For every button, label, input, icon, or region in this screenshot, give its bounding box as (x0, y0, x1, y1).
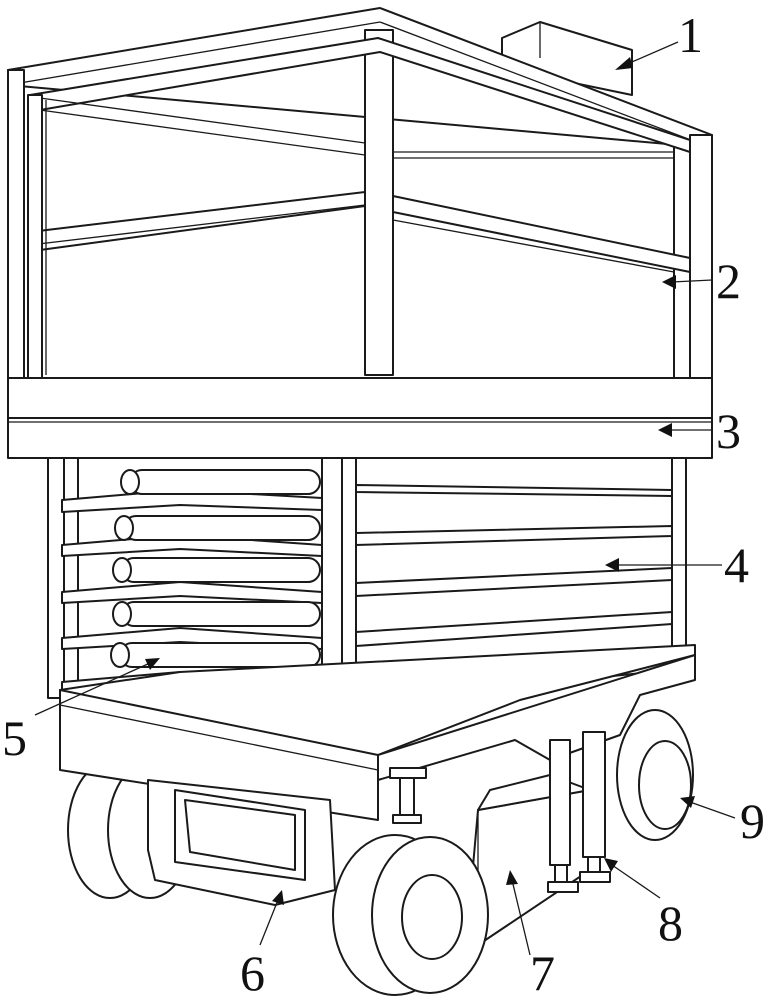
roller-2 (114, 515, 321, 541)
callout-3: 3 (716, 403, 741, 459)
callouts: 1 2 3 4 5 6 7 8 9 (2, 7, 765, 1000)
roller-5 (110, 642, 321, 668)
callout-9: 9 (740, 793, 765, 849)
rollers (110, 469, 321, 668)
callout-1: 1 (678, 7, 703, 63)
callout-5: 5 (2, 710, 27, 766)
roller-4 (112, 601, 321, 627)
lower-cradle (147, 779, 336, 906)
rear-right-wheel (616, 709, 694, 841)
front-left-wheel (332, 834, 489, 996)
callout-4: 4 (724, 537, 749, 593)
callout-6: 6 (240, 945, 265, 1000)
callout-8: 8 (658, 895, 683, 951)
roller-1 (120, 469, 321, 495)
callout-2: 2 (716, 253, 741, 309)
roller-3 (112, 557, 321, 583)
guardrail (7, 7, 713, 381)
left-post (389, 767, 427, 824)
outrigger-legs (547, 731, 611, 893)
callout-7: 7 (530, 945, 555, 1000)
platform-deck (7, 377, 713, 459)
chassis (59, 644, 696, 996)
